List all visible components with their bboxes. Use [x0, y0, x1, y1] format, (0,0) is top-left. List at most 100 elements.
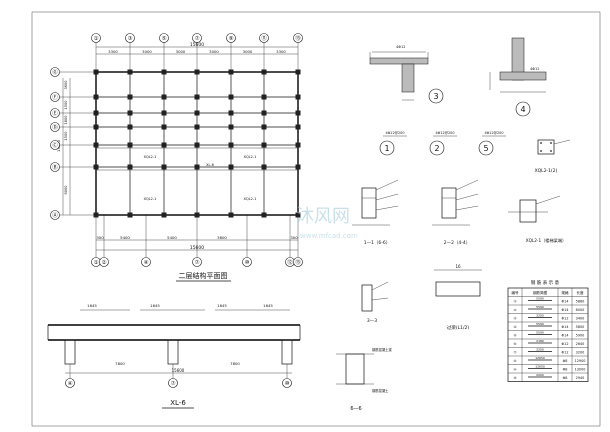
- elevation-bottom-dim-0: 7800: [115, 361, 125, 366]
- top-dim-4: 3000: [243, 49, 253, 54]
- bottom-axis-bubble-5: ⑫: [285, 257, 295, 267]
- table-cell: ⑨: [513, 368, 516, 372]
- beam-label-0: XQL2-1: [144, 197, 157, 201]
- elevation-axis-bubble-2-label: ⑩: [285, 380, 290, 387]
- plan-column: [127, 94, 133, 100]
- table-cell: 3200: [536, 348, 544, 352]
- top-dim-0: 3300: [108, 49, 118, 54]
- svg-text:15600: 15600: [172, 368, 185, 373]
- top-axis-bubble-0: ①: [91, 33, 101, 43]
- section-3-3-label: 3—3: [367, 318, 377, 324]
- plan-column: [194, 142, 200, 148]
- plan-column: [261, 164, 267, 170]
- svg-text:沐风网: 沐风网: [296, 206, 350, 227]
- table-cell: ③: [513, 317, 516, 321]
- left-dim-1: 1500: [64, 101, 68, 110]
- top-dim-3: 3000: [209, 49, 219, 54]
- left-dim-0: 3600: [64, 81, 68, 90]
- table-cell: 3200: [576, 351, 585, 355]
- bottom-axis-bubble-2: ④: [141, 257, 151, 267]
- table-cell: ⑧: [513, 359, 516, 363]
- plan-column: [161, 110, 167, 116]
- bottom-axis-bubble-0-label: ①: [94, 260, 99, 266]
- plan-column: [93, 69, 99, 75]
- plan-column: [127, 69, 133, 75]
- table-cell: Φ12: [562, 351, 569, 355]
- top-axis-bubble-2: ⑤: [159, 33, 169, 43]
- plan-column: [295, 124, 301, 130]
- top-axis-bubble-1-label: ③: [128, 36, 133, 42]
- left-axis-bubble-5-label: Ⓑ: [52, 163, 58, 171]
- table-cell: ①: [513, 300, 516, 304]
- top-dim-1: 3000: [142, 49, 152, 54]
- table-cell: 5590: [536, 331, 544, 335]
- section-4-number: 4: [520, 105, 525, 114]
- xql2-12-section: XQL2-1(2): [535, 139, 571, 174]
- section-2-2-label: 2—2（4-4）: [444, 240, 471, 246]
- table-cell: ②: [513, 308, 516, 312]
- circled-detail-2: [478, 140, 494, 156]
- table-cell: 5590: [536, 322, 544, 326]
- section-2-2: 2—2（4-4）: [432, 179, 479, 246]
- elevation-top-dim-2: 1645: [217, 303, 227, 308]
- table-cell: ④: [513, 325, 516, 329]
- plan-column: [161, 212, 167, 218]
- plan-column: [127, 124, 133, 130]
- table-cell: 13000: [575, 368, 586, 372]
- svg-text:4Φ12: 4Φ12: [530, 67, 539, 71]
- plan-column: [295, 142, 301, 148]
- plan-column: [261, 142, 267, 148]
- section-3-number: 3: [433, 92, 438, 101]
- plan-column: [261, 212, 267, 218]
- plan-column: [93, 110, 99, 116]
- table-cell: 3200: [536, 314, 544, 318]
- top-axis-bubble-1: ③: [125, 33, 135, 43]
- table-cell: Φ14: [562, 325, 569, 329]
- table-header-3: 长度: [576, 290, 584, 295]
- top-axis-bubble-6-label: ⑬: [295, 34, 301, 42]
- plan-column: [295, 94, 301, 100]
- plan-column: [228, 124, 234, 130]
- section-1-1-label: 1—1（6-6）: [364, 240, 391, 246]
- elevation-bottom-dim-1: 7800: [230, 361, 240, 366]
- left-dim-3: 1500: [64, 132, 68, 141]
- plan-column: [295, 212, 301, 218]
- plan-column: [295, 164, 301, 170]
- bottom-axis-bubble-4: ⑩: [242, 257, 252, 267]
- table-cell: 5860: [576, 300, 585, 304]
- top-dim-2: 3000: [176, 49, 186, 54]
- plan-column: [93, 142, 99, 148]
- circled-tag-1: 4Φ12@200: [435, 131, 454, 135]
- top-axis-bubble-0-label: ①: [94, 36, 99, 42]
- plan-column: [261, 69, 267, 75]
- beam-label-2: XL-6: [206, 163, 214, 167]
- table-cell: Φ8: [563, 359, 568, 363]
- plan-column: [295, 69, 301, 75]
- table-cell: 5900: [576, 334, 585, 338]
- plan-column: [194, 94, 200, 100]
- plan-column: [161, 124, 167, 130]
- lintel-label: 过梁(L1/2): [447, 324, 470, 331]
- bottom-axis-bubble-1-label: ②: [102, 259, 107, 266]
- elevation-top-dim-0: 1645: [87, 303, 97, 308]
- table-cell: Φ14: [562, 300, 569, 304]
- svg-text:钢筋混凝土: 钢筋混凝土: [372, 388, 389, 393]
- table-cell: 12650: [535, 365, 545, 369]
- left-axis-bubble-0-label: Ⓖ: [52, 68, 58, 76]
- table-cell: Φ12: [562, 342, 569, 346]
- left-axis-bubble-4-label: Ⓒ: [52, 141, 58, 149]
- table-cell: ⑤: [513, 334, 516, 338]
- elevation-top-dim-3: 1645: [263, 303, 273, 308]
- table-cell: 2180: [536, 339, 544, 343]
- plan-column: [93, 212, 99, 218]
- section-3-3: 3—3: [361, 281, 389, 324]
- bottom-axis-bubble-4-label: ⑩: [245, 259, 250, 266]
- bottom-axis-bubble-0: ①: [91, 257, 101, 267]
- bottom-axis-bubble-5-label: ⑫: [287, 258, 293, 266]
- left-axis-bubble-4: Ⓒ: [50, 140, 60, 150]
- bottom-axis-bubble-2-label: ④: [144, 260, 149, 266]
- top-axis-bubble-5-label: ⑪: [261, 34, 267, 42]
- plan-column: [194, 212, 200, 218]
